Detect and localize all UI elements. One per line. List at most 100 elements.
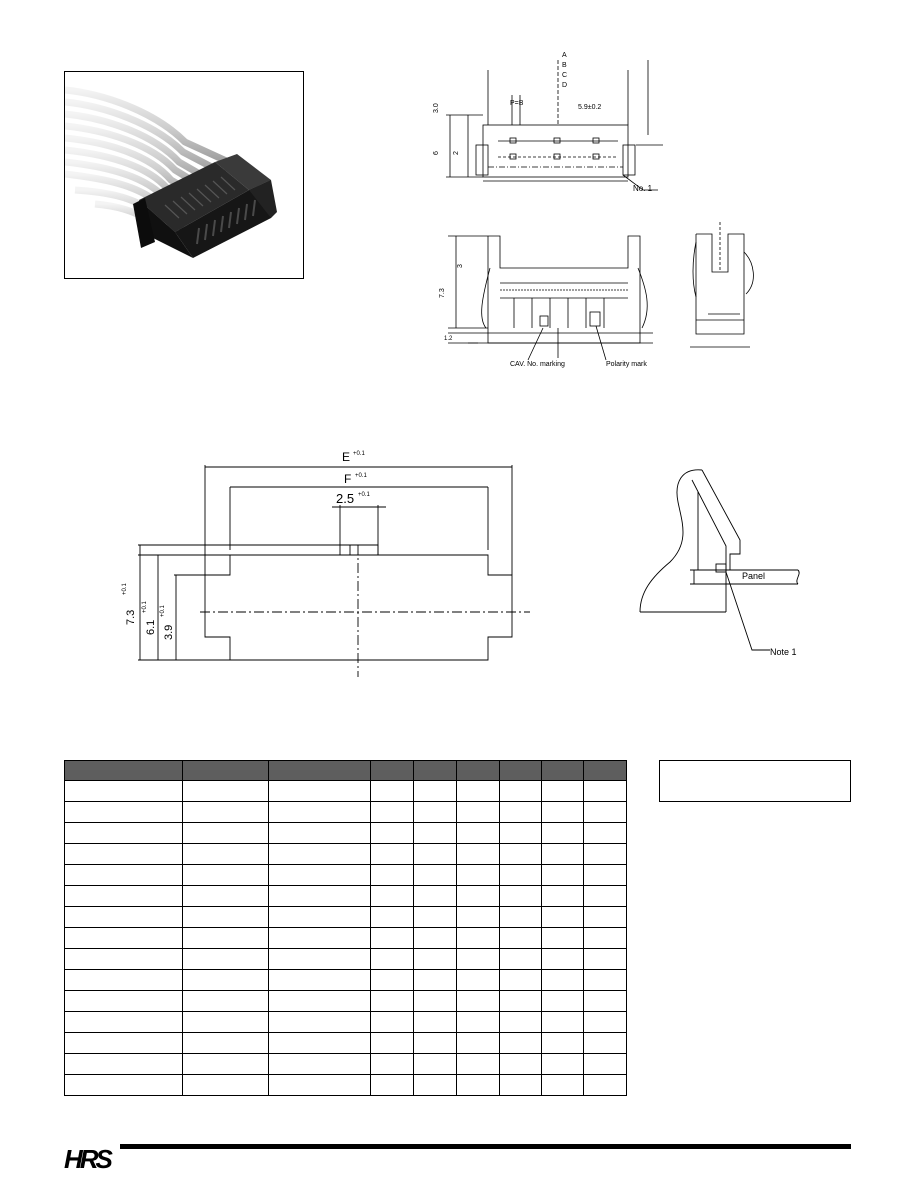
header-cell — [182, 760, 269, 781]
front-small-dim: 3 — [457, 264, 464, 268]
dimension-table — [64, 760, 627, 1096]
dim-letter-d: D — [562, 82, 567, 89]
table-row — [64, 780, 627, 802]
table-cell — [64, 843, 183, 865]
table-cell — [370, 885, 414, 907]
header-cell — [456, 760, 500, 781]
dim-2-5-tol: +0.1 — [358, 492, 371, 498]
panel-label: Panel — [742, 571, 765, 581]
table-cell — [583, 906, 627, 928]
table-cell — [456, 969, 500, 991]
note-no1-label: No. 1 — [633, 184, 653, 193]
front-view-drawing: 7.3 3 1.2 CAV. No. marking Polarity mark — [439, 235, 653, 368]
table-cell — [499, 864, 542, 886]
table-cell — [64, 864, 183, 886]
header-cell — [64, 760, 183, 781]
panel-section-drawing: Panel Note 1 — [639, 469, 800, 657]
dim-f: F — [344, 472, 351, 486]
polarity-mark-label: Polarity mark — [606, 361, 647, 368]
dim-f-tol: +0.1 — [355, 473, 368, 479]
table-cell — [370, 927, 414, 949]
table-cell — [370, 906, 414, 928]
dim-6: 6 — [433, 151, 440, 155]
table-cell — [583, 801, 627, 823]
table-cell — [499, 990, 542, 1012]
table-row — [64, 864, 627, 886]
dim-3-9: 3.9 — [163, 625, 175, 640]
table-cell — [541, 927, 584, 949]
dim-7-3: 7.3 — [125, 610, 137, 625]
header-cell — [268, 760, 371, 781]
dim-6-1: 6.1 — [145, 620, 157, 635]
table-cell — [456, 885, 500, 907]
table-cell — [499, 1011, 542, 1033]
table-cell — [268, 990, 371, 1012]
dim-letter-a: A — [562, 52, 567, 59]
table-cell — [182, 1032, 269, 1054]
table-header-row — [64, 760, 627, 781]
connector-photo-illustration — [65, 86, 277, 258]
table-row — [64, 906, 627, 928]
table-cell — [456, 822, 500, 844]
hrs-logo: HRS — [64, 1144, 113, 1174]
table-cell — [541, 969, 584, 991]
panel-cutout-drawing: E +0.1 F +0.1 2.5 +0.1 7.3 +0.1 6.1 +0.1… — [122, 450, 530, 677]
table-cell — [583, 1011, 627, 1033]
table-cell — [583, 843, 627, 865]
table-cell — [413, 843, 457, 865]
dim-3-9-tol: +0.1 — [160, 604, 166, 617]
table-cell — [413, 822, 457, 844]
table-cell — [370, 969, 414, 991]
table-cell — [456, 906, 500, 928]
table-cell — [268, 906, 371, 928]
table-cell — [583, 927, 627, 949]
dim-2: 2 — [453, 151, 460, 155]
table-cell — [413, 948, 457, 970]
table-cell — [541, 1032, 584, 1054]
table-cell — [499, 948, 542, 970]
table-cell — [499, 885, 542, 907]
table-cell — [182, 948, 269, 970]
table-cell — [541, 906, 584, 928]
table-cell — [413, 780, 457, 802]
table-cell — [268, 969, 371, 991]
footer-rule — [120, 1144, 851, 1149]
table-cell — [182, 990, 269, 1012]
table-cell — [456, 948, 500, 970]
dim-3-0: 3.0 — [433, 103, 440, 113]
table-cell — [583, 822, 627, 844]
dim-letter-b: B — [562, 62, 567, 69]
table-cell — [182, 822, 269, 844]
table-cell — [541, 948, 584, 970]
front-height-dim: 7.3 — [439, 288, 446, 298]
table-cell — [583, 885, 627, 907]
table-cell — [64, 1053, 183, 1075]
table-cell — [64, 885, 183, 907]
table-cell — [583, 969, 627, 991]
table-cell — [499, 822, 542, 844]
table-cell — [370, 843, 414, 865]
table-cell — [182, 885, 269, 907]
table-cell — [413, 1032, 457, 1054]
table-cell — [499, 801, 542, 823]
table-cell — [370, 801, 414, 823]
table-cell — [541, 864, 584, 886]
table-cell — [64, 927, 183, 949]
table-cell — [370, 948, 414, 970]
dim-letter-c: C — [562, 72, 567, 79]
table-body — [64, 780, 627, 1096]
table-cell — [370, 1032, 414, 1054]
table-cell — [456, 1053, 500, 1075]
connector-housing — [133, 154, 277, 258]
table-cell — [370, 1074, 414, 1096]
table-cell — [583, 948, 627, 970]
table-cell — [182, 906, 269, 928]
table-cell — [413, 885, 457, 907]
table-cell — [583, 1032, 627, 1054]
table-cell — [456, 990, 500, 1012]
table-cell — [413, 969, 457, 991]
header-cell — [541, 760, 584, 781]
table-cell — [370, 864, 414, 886]
table-cell — [413, 990, 457, 1012]
table-cell — [456, 864, 500, 886]
